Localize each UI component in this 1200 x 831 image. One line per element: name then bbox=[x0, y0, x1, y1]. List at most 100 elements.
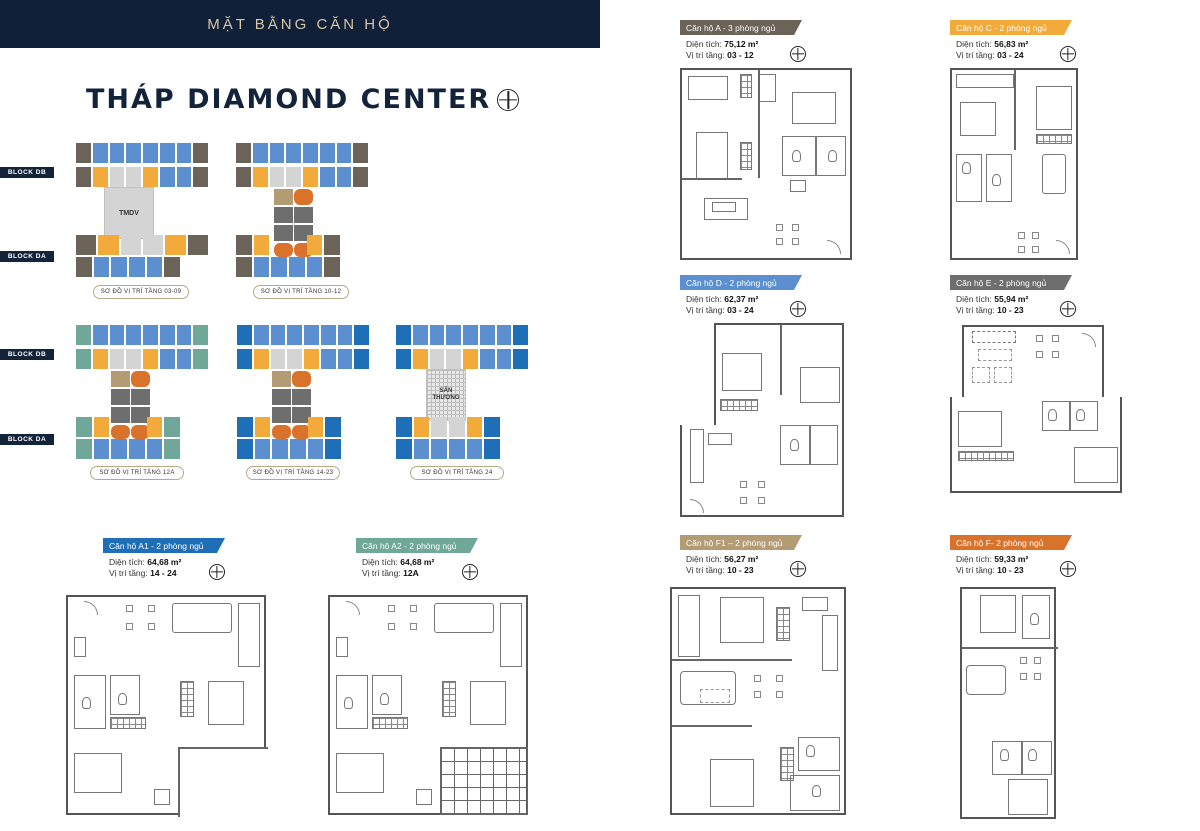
unit-floors: 10 - 23 bbox=[997, 565, 1024, 575]
unit-area: 55,94 m² bbox=[994, 294, 1029, 304]
floor-plan bbox=[66, 595, 268, 817]
unit-card-f1: Căn hộ F1 – 2 phòng ngủ Diện tích: 56,27… bbox=[670, 535, 860, 825]
site-map-24: SÂN THƯỢNG bbox=[396, 325, 528, 459]
unit-row bbox=[236, 235, 341, 255]
unit-floors: 14 - 24 bbox=[150, 568, 177, 578]
floor-plan bbox=[950, 68, 1078, 260]
unit-area: 56,27 m² bbox=[724, 554, 759, 564]
unit-row bbox=[396, 349, 528, 369]
unit-meta: Diện tích: 62,37 m² Vị trí tầng: 03 - 24 bbox=[686, 294, 759, 315]
balcony-terrace bbox=[440, 747, 528, 815]
site-map-14-23 bbox=[237, 325, 369, 459]
unit-row bbox=[76, 257, 181, 277]
unit-row bbox=[76, 439, 181, 459]
unit-area: 64,68 m² bbox=[400, 557, 435, 567]
unit-row bbox=[76, 167, 208, 187]
site-map-12a bbox=[76, 325, 208, 459]
unit-area: 75,12 m² bbox=[724, 39, 759, 49]
unit-meta: Diện tích: 75,12 m² Vị trí tầng: 03 - 12 bbox=[686, 39, 759, 60]
compass-icon bbox=[790, 46, 806, 62]
roof-terrace: SÂN THƯỢNG bbox=[426, 369, 466, 421]
unit-badge: Căn hộ A1 - 2 phòng ngủ bbox=[103, 538, 225, 553]
unit-row bbox=[237, 325, 369, 345]
floor-plan bbox=[680, 68, 852, 260]
unit-row bbox=[76, 417, 181, 437]
compass-icon bbox=[497, 88, 520, 111]
unit-row bbox=[76, 143, 208, 163]
site-map-caption: SƠ ĐỒ VỊ TRÍ TẦNG 24 bbox=[410, 466, 504, 480]
unit-floors: 03 - 12 bbox=[727, 50, 754, 60]
unit-row bbox=[236, 167, 368, 187]
unit-card-e: Căn hộ E - 2 phòng ngủ Diện tích: 55,94 … bbox=[950, 275, 1140, 520]
unit-row bbox=[76, 349, 208, 369]
unit-row bbox=[396, 417, 501, 437]
site-map-caption: SƠ ĐỒ VỊ TRÍ TẦNG 12A bbox=[90, 466, 184, 480]
site-map-caption: SƠ ĐỒ VỊ TRÍ TẦNG 14-23 bbox=[246, 466, 340, 480]
unit-card-f: Căn hộ F- 2 phòng ngủ Diện tích: 59,33 m… bbox=[950, 535, 1110, 825]
unit-badge: Căn hộ A - 3 phòng ngủ bbox=[680, 20, 802, 35]
unit-meta: Diện tích: 56,83 m² Vị trí tầng: 03 - 24 bbox=[956, 39, 1029, 60]
unit-badge: Căn hộ E - 2 phòng ngủ bbox=[950, 275, 1072, 290]
unit-row bbox=[76, 235, 208, 255]
site-map-03-09: TMDV bbox=[76, 143, 208, 277]
unit-floors: 03 - 24 bbox=[997, 50, 1024, 60]
site-map-caption: SƠ ĐỒ VỊ TRÍ TẦNG 03-09 bbox=[93, 285, 189, 299]
compass-icon bbox=[1060, 46, 1076, 62]
compass-icon bbox=[209, 564, 225, 580]
unit-row bbox=[237, 417, 342, 437]
tmdv-area: TMDV bbox=[104, 187, 154, 239]
unit-meta: Diện tích: 56,27 m² Vị trí tầng: 10 - 23 bbox=[686, 554, 759, 575]
site-map-caption: SƠ ĐỒ VỊ TRÍ TẦNG 10-12 bbox=[253, 285, 349, 299]
unit-row bbox=[396, 325, 528, 345]
unit-card-d: Căn hộ D - 2 phòng ngủ Diện tích: 62,37 … bbox=[680, 275, 860, 520]
unit-floors: 10 - 23 bbox=[727, 565, 754, 575]
floor-plan bbox=[670, 587, 846, 815]
page-title: THÁP DIAMOND CENTER bbox=[86, 84, 492, 115]
block-da-label: BLOCK DA bbox=[0, 251, 54, 262]
compass-icon bbox=[790, 561, 806, 577]
unit-row bbox=[396, 439, 501, 459]
floor-plan bbox=[960, 587, 1058, 819]
floor-plan-lower bbox=[950, 397, 1122, 493]
unit-meta: Diện tích: 59,33 m² Vị trí tầng: 10 - 23 bbox=[956, 554, 1029, 575]
header-title: MẶT BẰNG CĂN HỘ bbox=[207, 15, 393, 33]
unit-card-a2: Căn hộ A2 - 2 phòng ngủ Diện tích: 64,68… bbox=[328, 538, 556, 828]
unit-row bbox=[237, 349, 369, 369]
unit-card-a: Căn hộ A - 3 phòng ngủ Diện tích: 75,12 … bbox=[680, 20, 860, 260]
floor-plan-lower bbox=[680, 425, 844, 517]
compass-icon bbox=[1060, 561, 1076, 577]
unit-meta: Diện tích: 64,68 m² Vị trí tầng: 12A bbox=[362, 557, 435, 578]
unit-area: 64,68 m² bbox=[147, 557, 182, 567]
unit-badge: Căn hộ C - 2 phòng ngủ bbox=[950, 20, 1072, 35]
unit-area: 62,37 m² bbox=[724, 294, 759, 304]
unit-row bbox=[76, 325, 208, 345]
unit-card-c: Căn hộ C - 2 phòng ngủ Diện tích: 56,83 … bbox=[950, 20, 1090, 260]
unit-meta: Diện tích: 64,68 m² Vị trí tầng: 14 - 24 bbox=[109, 557, 182, 578]
block-db-label: BLOCK DB bbox=[0, 167, 54, 178]
block-db-label: BLOCK DB bbox=[0, 349, 54, 360]
unit-floors: 10 - 23 bbox=[997, 305, 1024, 315]
unit-badge: Căn hộ A2 - 2 phòng ngủ bbox=[356, 538, 478, 553]
unit-badge: Căn hộ F1 – 2 phòng ngủ bbox=[680, 535, 802, 550]
unit-meta: Diện tích: 55,94 m² Vị trí tầng: 10 - 23 bbox=[956, 294, 1029, 315]
floor-plan-upper bbox=[962, 325, 1104, 397]
unit-row bbox=[237, 439, 342, 459]
tower-title: THÁP DIAMOND CENTER bbox=[86, 84, 520, 115]
compass-icon bbox=[1060, 301, 1076, 317]
site-map-10-12 bbox=[236, 143, 368, 277]
unit-card-a1: Căn hộ A1 - 2 phòng ngủ Diện tích: 64,68… bbox=[66, 538, 303, 828]
unit-area: 56,83 m² bbox=[994, 39, 1029, 49]
compass-icon bbox=[790, 301, 806, 317]
unit-row bbox=[236, 143, 368, 163]
compass-icon bbox=[462, 564, 478, 580]
unit-row bbox=[236, 257, 341, 277]
floor-plan bbox=[328, 595, 528, 815]
unit-floors: 12A bbox=[403, 568, 419, 578]
unit-floors: 03 - 24 bbox=[727, 305, 754, 315]
unit-badge: Căn hộ D - 2 phòng ngủ bbox=[680, 275, 802, 290]
block-da-label: BLOCK DA bbox=[0, 434, 54, 445]
unit-area: 59,33 m² bbox=[994, 554, 1029, 564]
unit-badge: Căn hộ F- 2 phòng ngủ bbox=[950, 535, 1072, 550]
floor-plan-upper bbox=[714, 323, 844, 425]
header-bar: MẶT BẰNG CĂN HỘ bbox=[0, 0, 600, 48]
